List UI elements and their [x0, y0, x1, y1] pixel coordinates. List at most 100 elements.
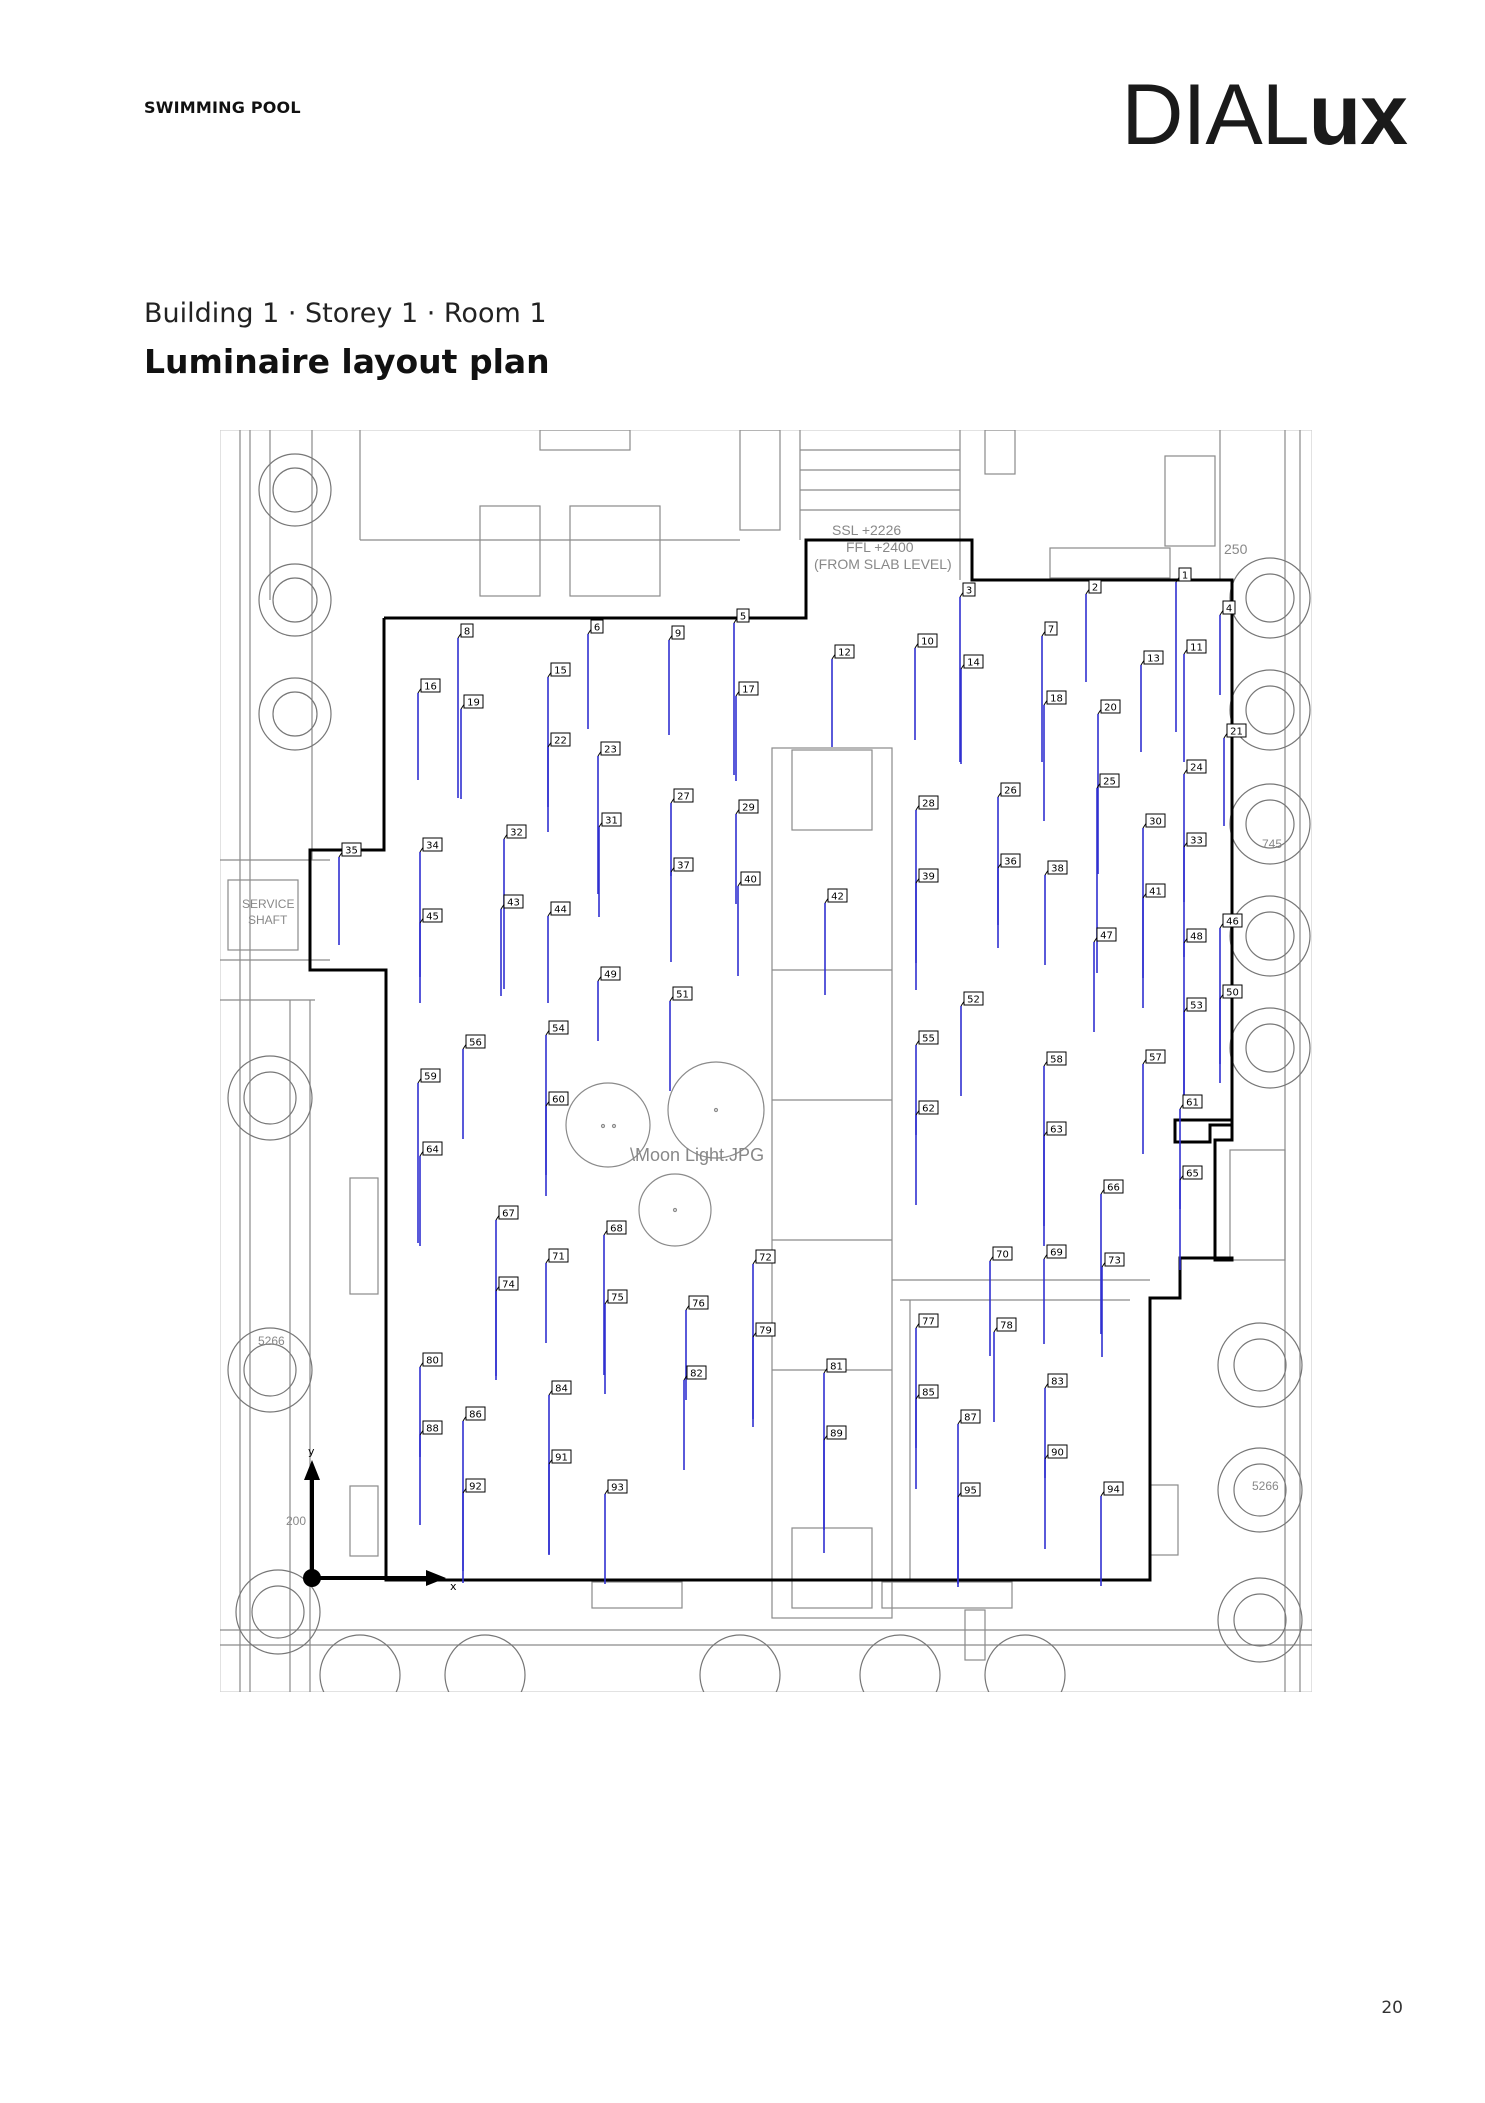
luminaire-6[interactable]: 6 — [587, 619, 604, 729]
luminaire-62[interactable]: 62 — [915, 1100, 939, 1205]
luminaire-78[interactable]: 78 — [993, 1317, 1017, 1422]
luminaire-52[interactable]: 52 — [960, 991, 984, 1096]
luminaire-43[interactable]: 43 — [500, 894, 524, 996]
luminaire-8[interactable]: 8 — [457, 623, 474, 798]
luminaire-54[interactable]: 54 — [545, 1020, 569, 1175]
luminaire-67[interactable]: 67 — [495, 1205, 519, 1380]
luminaire-47[interactable]: 47 — [1093, 927, 1117, 1032]
luminaire-25[interactable]: 25 — [1096, 773, 1120, 973]
luminaire-51[interactable]: 51 — [669, 986, 693, 1091]
luminaire-number-32: 32 — [510, 828, 523, 839]
luminaire-14[interactable]: 14 — [960, 654, 984, 764]
luminaire-20[interactable]: 20 — [1097, 699, 1121, 874]
luminaire-24[interactable]: 24 — [1183, 759, 1207, 902]
luminaire-48[interactable]: 48 — [1183, 928, 1207, 1108]
luminaire-18[interactable]: 18 — [1043, 690, 1067, 821]
luminaire-92[interactable]: 92 — [462, 1478, 486, 1583]
luminaire-69[interactable]: 69 — [1043, 1244, 1067, 1344]
luminaire-37[interactable]: 37 — [670, 857, 694, 962]
luminaire-88[interactable]: 88 — [419, 1420, 443, 1525]
luminaire-90[interactable]: 90 — [1044, 1444, 1068, 1549]
luminaire-56[interactable]: 56 — [462, 1034, 486, 1139]
luminaire-70[interactable]: 70 — [989, 1246, 1013, 1356]
luminaire-17[interactable]: 17 — [735, 681, 759, 781]
luminaire-41[interactable]: 41 — [1142, 883, 1166, 978]
luminaire-60[interactable]: 60 — [545, 1091, 569, 1196]
luminaire-27[interactable]: 27 — [670, 788, 694, 876]
luminaire-55[interactable]: 55 — [915, 1030, 939, 1135]
luminaire-34[interactable]: 34 — [419, 837, 443, 977]
luminaire-66[interactable]: 66 — [1100, 1179, 1124, 1334]
luminaire-65[interactable]: 65 — [1179, 1165, 1203, 1270]
luminaire-label-box-65 — [1182, 1165, 1203, 1180]
luminaire-75[interactable]: 75 — [604, 1289, 628, 1394]
luminaire-10[interactable]: 10 — [914, 633, 938, 740]
luminaire-1[interactable]: 1 — [1175, 567, 1192, 732]
luminaire-32[interactable]: 32 — [503, 824, 527, 989]
luminaire-label-box-87 — [960, 1409, 981, 1424]
luminaire-28[interactable]: 28 — [915, 795, 939, 990]
luminaire-42[interactable]: 42 — [824, 888, 848, 995]
luminaire-4[interactable]: 4 — [1219, 600, 1236, 695]
luminaire-30[interactable]: 30 — [1142, 813, 1166, 1008]
luminaire-81[interactable]: 81 — [823, 1358, 847, 1553]
luminaire-89[interactable]: 89 — [823, 1425, 847, 1530]
luminaire-85[interactable]: 85 — [915, 1384, 939, 1489]
luminaire-2[interactable]: 2 — [1085, 579, 1102, 682]
luminaire-95[interactable]: 95 — [957, 1482, 981, 1587]
luminaire-7[interactable]: 7 — [1041, 621, 1058, 762]
luminaire-53[interactable]: 53 — [1183, 997, 1207, 1102]
luminaire-label-box-69 — [1046, 1244, 1067, 1259]
luminaire-23[interactable]: 23 — [597, 741, 621, 894]
luminaire-79[interactable]: 79 — [752, 1322, 776, 1427]
luminaire-19[interactable]: 19 — [460, 694, 484, 799]
luminaire-38[interactable]: 38 — [1044, 860, 1068, 965]
luminaire-64[interactable]: 64 — [419, 1141, 443, 1246]
luminaire-36[interactable]: 36 — [997, 853, 1021, 948]
luminaire-16[interactable]: 16 — [417, 678, 441, 780]
luminaire-29[interactable]: 29 — [735, 799, 759, 904]
luminaire-57[interactable]: 57 — [1142, 1049, 1166, 1154]
luminaire-45[interactable]: 45 — [419, 908, 443, 1003]
luminaire-61[interactable]: 61 — [1179, 1094, 1203, 1209]
luminaire-91[interactable]: 91 — [548, 1449, 572, 1554]
luminaire-11[interactable]: 11 — [1183, 639, 1207, 762]
luminaire-87[interactable]: 87 — [957, 1409, 981, 1584]
luminaire-77[interactable]: 77 — [915, 1313, 939, 1448]
luminaire-39[interactable]: 39 — [915, 868, 939, 963]
luminaire-26[interactable]: 26 — [997, 782, 1021, 925]
luminaire-50[interactable]: 50 — [1219, 984, 1243, 1064]
luminaire-33[interactable]: 33 — [1183, 832, 1207, 957]
luminaire-12[interactable]: 12 — [831, 644, 855, 747]
luminaire-94[interactable]: 94 — [1100, 1481, 1124, 1586]
luminaire-22[interactable]: 22 — [547, 732, 571, 832]
luminaire-44[interactable]: 44 — [547, 901, 571, 1003]
luminaire-83[interactable]: 83 — [1044, 1373, 1068, 1478]
luminaire-9[interactable]: 9 — [668, 625, 685, 735]
luminaire-31[interactable]: 31 — [598, 812, 622, 917]
luminaire-21[interactable]: 21 — [1223, 723, 1247, 826]
luminaire-71[interactable]: 71 — [545, 1248, 569, 1343]
luminaire-label-box-7 — [1044, 621, 1058, 636]
luminaire-82[interactable]: 82 — [683, 1365, 707, 1470]
luminaire-84[interactable]: 84 — [548, 1380, 572, 1555]
luminaire-number-83: 83 — [1051, 1377, 1064, 1388]
luminaire-73[interactable]: 73 — [1101, 1252, 1125, 1357]
luminaire-58[interactable]: 58 — [1043, 1051, 1067, 1246]
luminaire-40[interactable]: 40 — [737, 871, 761, 976]
luminaire-63[interactable]: 63 — [1043, 1121, 1067, 1226]
luminaire-13[interactable]: 13 — [1140, 650, 1164, 752]
luminaire-35[interactable]: 35 — [338, 842, 362, 945]
luminaire-76[interactable]: 76 — [685, 1295, 709, 1400]
luminaire-68[interactable]: 68 — [603, 1220, 627, 1375]
luminaire-15[interactable]: 15 — [547, 662, 571, 807]
luminaire-93[interactable]: 93 — [604, 1479, 628, 1584]
luminaire-5[interactable]: 5 — [733, 608, 750, 775]
luminaire-80[interactable]: 80 — [419, 1352, 443, 1457]
luminaire-74[interactable]: 74 — [495, 1276, 519, 1376]
luminaire-number-73: 73 — [1108, 1256, 1121, 1267]
luminaire-59[interactable]: 59 — [417, 1068, 441, 1243]
luminaire-3[interactable]: 3 — [959, 582, 976, 762]
luminaire-layout-plan[interactable]: SSL +2226 FFL +2400 (FROM SLAB LEVEL) SE… — [220, 430, 1312, 1692]
luminaire-49[interactable]: 49 — [597, 966, 621, 1041]
